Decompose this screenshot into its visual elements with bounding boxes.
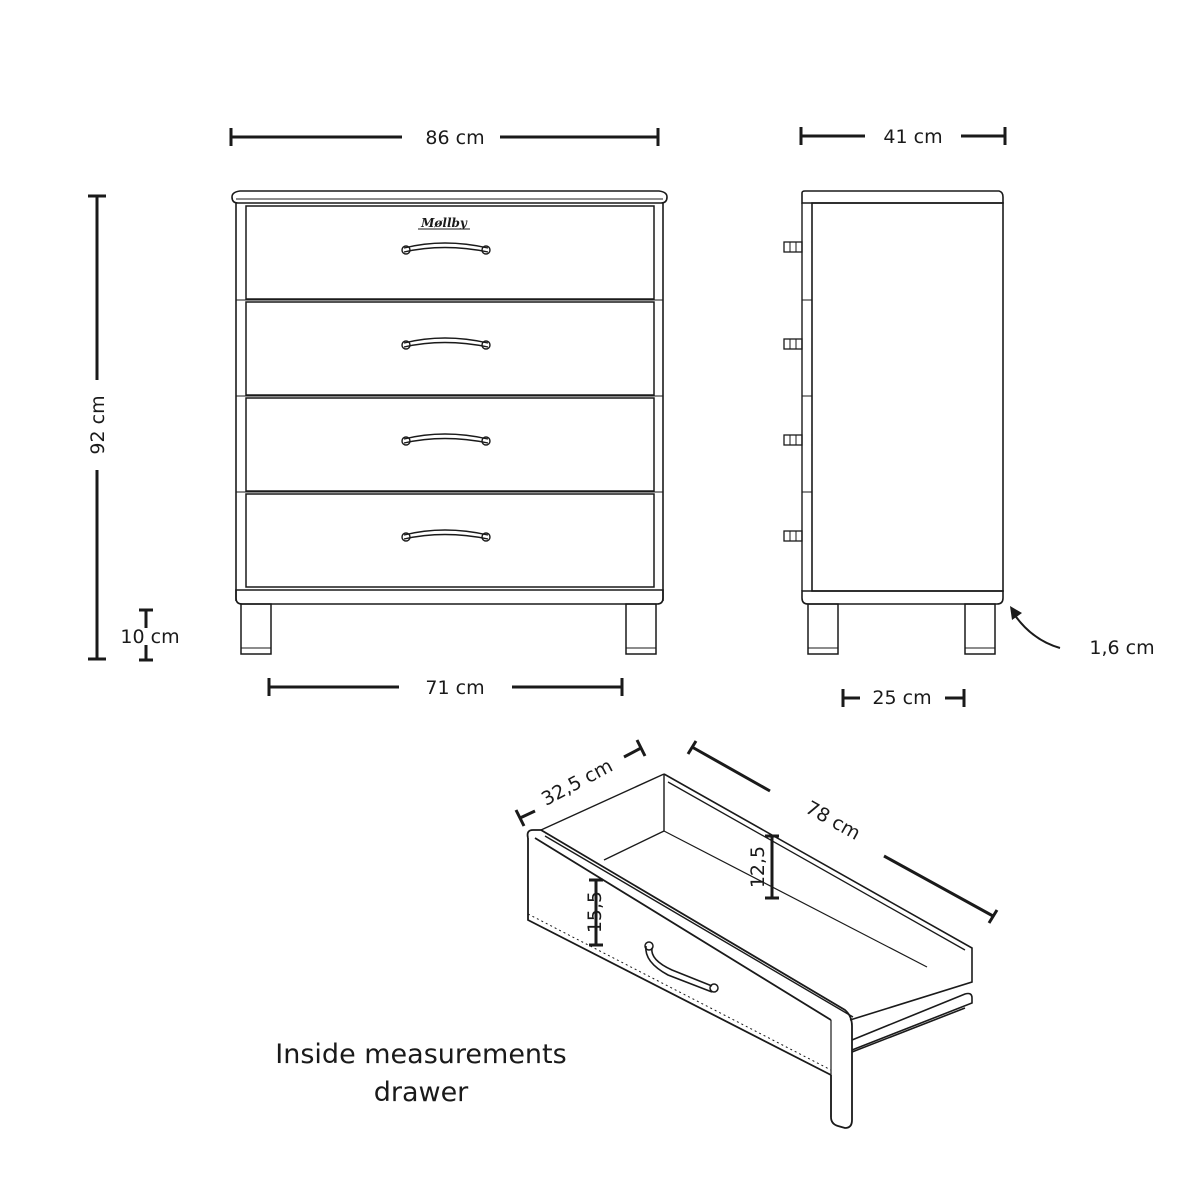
- label-side-leg-spacing: 25 cm: [872, 687, 931, 709]
- dimension-front-width: 86 cm: [229, 127, 660, 149]
- side-leg-left: [807, 603, 839, 655]
- dimension-leg-height: 10 cm: [120, 608, 180, 662]
- drawer-isometric: 12,5 15,5: [526, 773, 973, 1129]
- dimension-height: 92 cm: [87, 194, 109, 661]
- front-drawer-2: [245, 301, 655, 396]
- label-front-width: 86 cm: [425, 127, 484, 149]
- dimension-drawer-length: 78 cm: [686, 740, 999, 924]
- dimension-side-leg-spacing: 25 cm: [841, 687, 966, 709]
- label-drawer-inner-back: 12,5: [747, 846, 769, 888]
- side-handle-icon: [783, 530, 803, 542]
- caption-line-2: drawer: [374, 1077, 469, 1108]
- arrow-icon: [1010, 606, 1022, 620]
- side-view: [783, 190, 1004, 655]
- side-leg-right: [964, 603, 996, 655]
- side-handle-icon: [783, 434, 803, 446]
- front-drawer-4: [245, 493, 655, 588]
- dimension-drawer-depth: 32,5 cm: [514, 739, 647, 827]
- front-drawer-3: [245, 397, 655, 492]
- front-drawer-1: [245, 205, 655, 300]
- drawer-handle-icon: [644, 941, 719, 993]
- label-drawer-inner-front: 15,5: [584, 891, 606, 933]
- label-top-thickness: 1,6 cm: [1089, 637, 1154, 659]
- handle-icon: [401, 433, 491, 446]
- front-leg-left: [240, 603, 272, 655]
- label-leg-height: 10 cm: [120, 626, 179, 648]
- dimension-leg-spacing: 71 cm: [267, 677, 624, 699]
- dimension-side-depth: 41 cm: [799, 126, 1007, 148]
- label-drawer-depth: 32,5 cm: [538, 755, 617, 811]
- label-drawer-length: 78 cm: [802, 797, 864, 845]
- label-height: 92 cm: [87, 395, 109, 454]
- brand-logo: Møllby: [420, 216, 468, 230]
- side-handle-icon: [783, 241, 803, 253]
- caption-line-1: Inside measurements: [275, 1039, 566, 1070]
- label-leg-spacing: 71 cm: [425, 677, 484, 699]
- handle-icon: [401, 337, 491, 350]
- dimension-top-thickness: 1,6 cm: [1010, 606, 1155, 659]
- front-leg-right: [625, 603, 657, 655]
- label-side-depth: 41 cm: [883, 126, 942, 148]
- handle-icon: [401, 242, 491, 255]
- side-handle-icon: [783, 338, 803, 350]
- front-view: Møllby: [231, 190, 668, 655]
- handle-icon: [401, 529, 491, 542]
